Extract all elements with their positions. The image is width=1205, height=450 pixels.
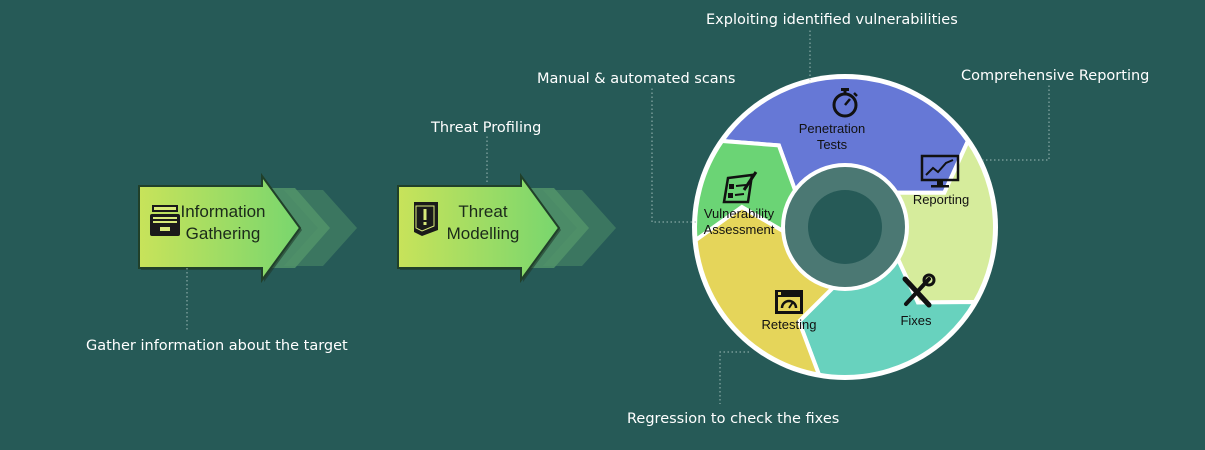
drawer-icon: [150, 205, 180, 236]
step-threat-modelling: Threat Modelling Threat Profiling: [397, 120, 616, 284]
segment-label-line1: Vulnerability: [704, 206, 775, 221]
leader-line: [719, 351, 749, 404]
gauge-window-icon: [775, 290, 803, 314]
tools-icon: [902, 273, 936, 308]
segment-label-line1: Fixes: [900, 313, 932, 328]
step-caption: Threat Profiling: [430, 120, 541, 136]
checklist-icon: [722, 171, 758, 204]
leader-line: [651, 88, 696, 223]
segment-label-line2: Assessment: [704, 222, 775, 237]
segment-label-line1: Penetration: [799, 121, 866, 136]
cycle-caption: Comprehensive Reporting: [961, 68, 1149, 84]
stopwatch-icon: [832, 88, 858, 118]
cycle-ring: [692, 74, 998, 380]
step-label-line2: Modelling: [447, 224, 520, 243]
cycle-caption: Manual & automated scans: [537, 71, 735, 87]
step-label-line1: Information: [180, 202, 265, 221]
arrow-shape: [397, 172, 561, 284]
cycle-caption: Exploiting identified vulnerabilities: [706, 12, 958, 28]
leader-line: [982, 84, 1050, 161]
alert-document-icon: [414, 202, 438, 236]
hub-inner: [808, 190, 882, 264]
step-caption: Gather information about the target: [86, 338, 348, 354]
arrow-shape: [138, 172, 302, 284]
segment-label-line2: Tests: [817, 137, 848, 152]
step-information-gathering: Information Gathering Gather information…: [86, 172, 357, 354]
monitor-chart-icon: [920, 154, 960, 188]
step-label-line2: Gathering: [186, 224, 261, 243]
segment-label-line1: Reporting: [913, 192, 969, 207]
segment-label-line1: Retesting: [762, 317, 817, 332]
cycle-caption: Regression to check the fixes: [627, 411, 839, 427]
step-label-line1: Threat: [458, 202, 507, 221]
